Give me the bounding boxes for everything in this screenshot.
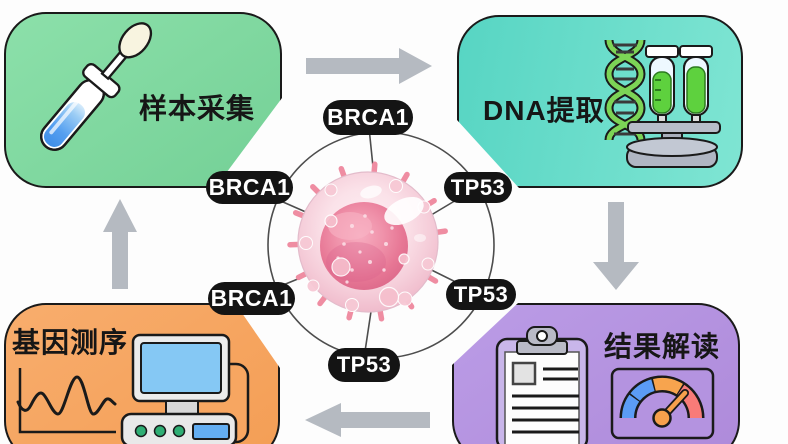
test-tube-icon <box>645 45 713 116</box>
stage-label-sample-collection: 样本采集 <box>139 93 256 124</box>
balance-stand-icon <box>626 114 721 168</box>
flow-arrow-down <box>593 202 639 290</box>
stage-label-dna-extraction: DNA提取 <box>483 95 605 126</box>
gene-pill-brca1-lower-left: BRCA1 <box>208 282 295 315</box>
sequencer-computer-icon <box>120 333 250 444</box>
flow-arrow-right <box>306 48 432 84</box>
dna-helix-icon <box>604 39 646 142</box>
gene-pill-brca1-upper-left: BRCA1 <box>206 171 293 204</box>
clipboard-report-icon <box>495 326 589 444</box>
stage-label-gene-sequencing: 基因测序 <box>12 327 129 358</box>
dna-extraction-icon <box>604 39 721 168</box>
swab-test-tube-icon <box>40 22 153 151</box>
gene-sequencing-icon <box>16 333 250 444</box>
gene-pill-tp53-lower-right: TP53 <box>446 279 516 310</box>
flow-arrow-up <box>103 199 137 289</box>
result-interpretation-icon <box>495 326 715 444</box>
virus-cell-illustration <box>287 161 448 322</box>
stage-label-result-interpretation: 结果解读 <box>604 331 721 362</box>
gene-pill-brca1-top: BRCA1 <box>323 100 413 135</box>
gauge-meter-icon <box>610 367 715 440</box>
gene-pill-tp53-upper-right: TP53 <box>444 172 512 203</box>
waveform-icon <box>18 368 116 434</box>
gene-pill-tp53-bottom: TP53 <box>328 348 400 382</box>
waveform-line <box>16 375 117 416</box>
flow-arrow-left <box>305 403 430 437</box>
